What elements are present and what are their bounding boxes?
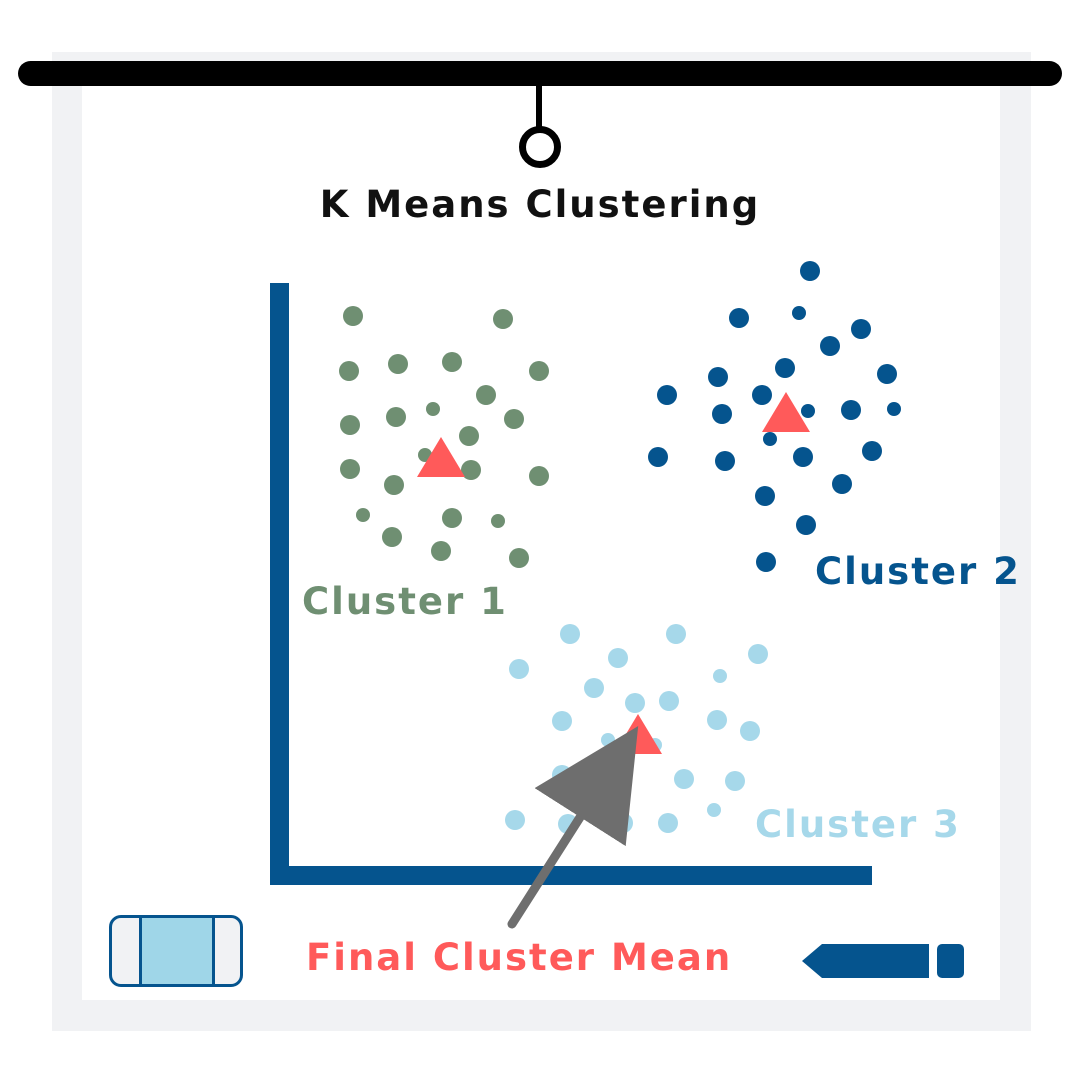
- cluster-1-point: [343, 306, 363, 326]
- cluster-1-label: Cluster 1: [302, 580, 508, 623]
- cluster-3-point: [608, 648, 628, 668]
- cluster-1-point: [339, 361, 359, 381]
- cluster-3-point: [625, 693, 645, 713]
- cluster-means: [417, 392, 810, 754]
- eraser-icon: [109, 915, 243, 987]
- cluster-1-point: [386, 407, 406, 427]
- cluster-2-point: [708, 367, 728, 387]
- cluster-1-mean-triangle-icon: [417, 437, 465, 477]
- cluster-3-point: [748, 644, 768, 664]
- cluster-2-point: [648, 447, 668, 467]
- cluster-2-point: [820, 336, 840, 356]
- cluster-3-point: [552, 711, 572, 731]
- cluster-1-point: [340, 415, 360, 435]
- cluster-3-point: [658, 813, 678, 833]
- cluster-2-point: [832, 474, 852, 494]
- cluster-2-point: [752, 385, 772, 405]
- cluster-2-point: [756, 552, 776, 572]
- cluster-1-point: [384, 475, 404, 495]
- cluster-1-point: [529, 466, 549, 486]
- cluster-3-mean-triangle-icon: [614, 714, 662, 754]
- cluster-3-point: [552, 765, 572, 785]
- cluster-1-point: [491, 514, 505, 528]
- cluster-2-point: [775, 358, 795, 378]
- cluster-3-label: Cluster 3: [755, 803, 961, 846]
- cluster-3-point: [707, 803, 721, 817]
- cluster-2-point: [887, 402, 901, 416]
- cluster-1-point: [509, 548, 529, 568]
- y-axis: [270, 283, 289, 885]
- cluster-3-point: [613, 813, 633, 833]
- cluster-3-point: [666, 624, 686, 644]
- cluster-2-point: [792, 306, 806, 320]
- marker-icon: [802, 944, 964, 978]
- cluster-1-point: [382, 527, 402, 547]
- hanger-ring: [519, 126, 561, 168]
- cluster-1-points: [339, 306, 549, 568]
- cluster-1-point: [426, 402, 440, 416]
- cluster-2-point: [755, 486, 775, 506]
- final-cluster-mean-label: Final Cluster Mean: [306, 936, 733, 979]
- cluster-2-point: [877, 364, 897, 384]
- cluster-3-point: [713, 669, 727, 683]
- cluster-3-point: [740, 721, 760, 741]
- cluster-2-point: [715, 451, 735, 471]
- cluster-2-label: Cluster 2: [815, 550, 1021, 593]
- cluster-2-points: [648, 261, 901, 572]
- cluster-2-point: [801, 404, 815, 418]
- final-cluster-mean-arrow: [507, 726, 639, 929]
- cluster-2-point: [729, 308, 749, 328]
- hanger-line: [536, 84, 542, 128]
- diagram-title: K Means Clustering: [319, 183, 761, 226]
- cluster-2-mean-triangle-icon: [762, 392, 810, 432]
- cluster-1-point: [459, 426, 479, 446]
- cluster-2-point: [862, 441, 882, 461]
- cluster-2-point: [657, 385, 677, 405]
- cluster-3-point: [505, 810, 525, 830]
- whiteboard-rail: [18, 61, 1062, 86]
- cluster-1-point: [340, 459, 360, 479]
- eraser-band: [139, 918, 215, 984]
- cluster-1-point: [388, 354, 408, 374]
- cluster-3-point: [674, 769, 694, 789]
- cluster-2-point: [712, 404, 732, 424]
- cluster-3-point: [725, 771, 745, 791]
- cluster-3-point: [659, 691, 679, 711]
- cluster-2-point: [796, 515, 816, 535]
- cluster-3-point: [509, 659, 529, 679]
- cluster-1-point: [442, 352, 462, 372]
- cluster-1-point: [504, 409, 524, 429]
- cluster-1-point: [476, 385, 496, 405]
- cluster-2-point: [763, 432, 777, 446]
- cluster-1-point: [493, 309, 513, 329]
- cluster-1-point: [442, 508, 462, 528]
- cluster-2-point: [793, 447, 813, 467]
- cluster-1-point: [431, 541, 451, 561]
- cluster-1-point: [356, 508, 370, 522]
- cluster-1-point: [529, 361, 549, 381]
- cluster-3-point: [601, 733, 615, 747]
- cluster-2-point: [800, 261, 820, 281]
- cluster-2-point: [841, 400, 861, 420]
- whiteboard-surface: [82, 82, 1000, 1000]
- cluster-1-point: [461, 460, 481, 480]
- cluster-3-point: [707, 710, 727, 730]
- cluster-2-point: [851, 319, 871, 339]
- cluster-3-point: [560, 624, 580, 644]
- x-axis: [270, 866, 872, 885]
- cluster-3-point: [584, 678, 604, 698]
